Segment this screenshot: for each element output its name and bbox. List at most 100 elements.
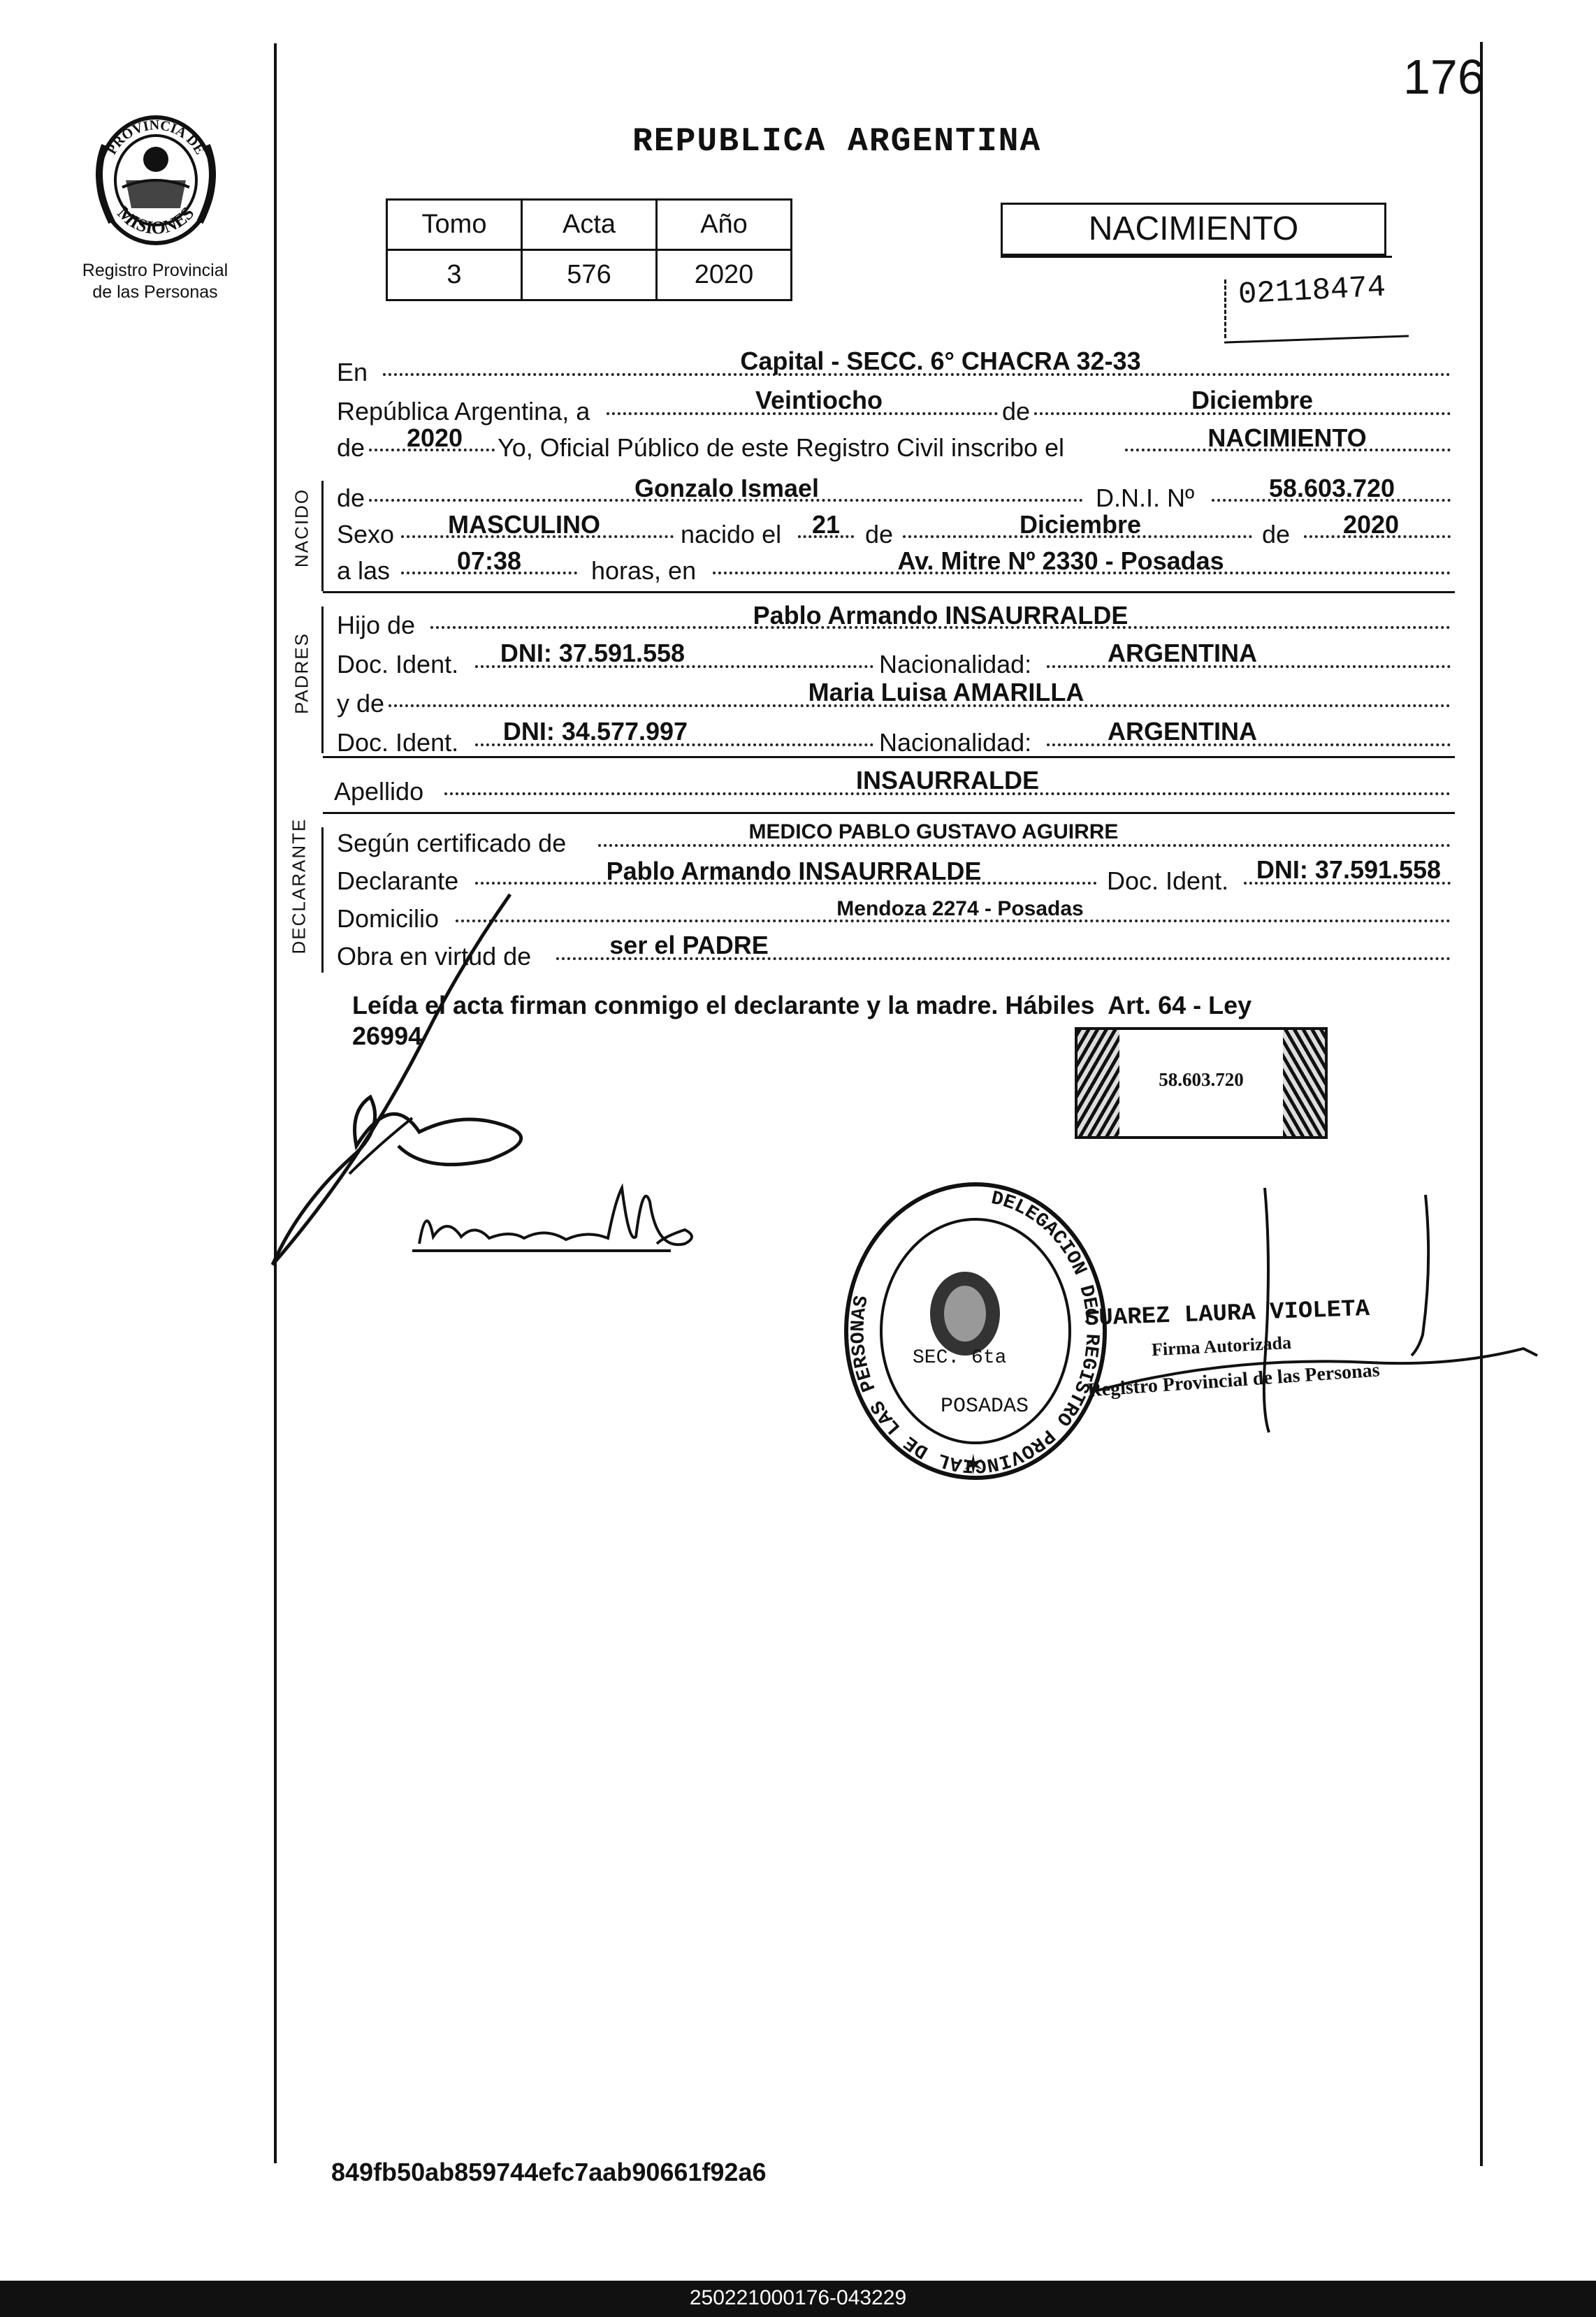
closing-note-line2: 26994 <box>352 1022 423 1050</box>
father-doc: DNI: 37.591.558 <box>500 639 685 667</box>
doc2-label: Doc. Ident. <box>337 728 459 757</box>
seal-label-line1: Registro Provincial <box>82 261 228 280</box>
tomo-header: Tomo <box>386 198 523 251</box>
year-value: 2020 <box>406 423 463 452</box>
birth-time: 07:38 <box>456 546 522 575</box>
certificado-dotline <box>598 844 1451 847</box>
en-label: En <box>337 358 368 386</box>
domicilio-label: Domicilio <box>337 904 440 933</box>
apellido-separator <box>323 812 1455 814</box>
padres-bracket <box>321 607 324 753</box>
apellido-value: INSAURRALDE <box>855 766 1040 794</box>
a-las-label: a las <box>337 556 391 585</box>
padres-side-label: PADRES <box>291 632 312 714</box>
record-table: Tomo Acta Año 3 576 2020 <box>386 198 792 301</box>
sexo-label: Sexo <box>337 520 395 549</box>
place-dotline <box>713 572 1451 574</box>
domicilio-dotline <box>456 920 1451 922</box>
stamp-center-text-1: SEC. 6ta <box>913 1347 1006 1369</box>
dni-label: D.N.I. Nº <box>1096 484 1195 512</box>
declarante-dotline <box>475 882 1097 885</box>
name-dotline <box>369 499 1083 502</box>
father-name: Pablo Armando INSAURRALDE <box>753 601 1129 630</box>
month-value: Diciembre <box>1191 386 1314 414</box>
document-title: REPUBLICA ARGENTINA <box>632 123 1042 161</box>
child-name: Gonzalo Ismael <box>634 474 820 502</box>
mother-name: Maria Luisa AMARILLA <box>808 678 1084 706</box>
nac2-label: Nacionalidad: <box>879 728 1032 757</box>
nacido-bracket <box>321 481 324 591</box>
stamp-center-text-2: POSADAS <box>941 1395 1029 1418</box>
serial-number: 02118474 <box>1237 270 1387 313</box>
anio-value: 2020 <box>655 249 792 301</box>
seal-label-line2: de las Personas <box>92 282 218 302</box>
declarante-label: Declarante <box>337 866 459 895</box>
anio-header: Año <box>655 198 792 251</box>
serial-box-bottom <box>1224 335 1409 344</box>
apellido-dotline <box>444 792 1451 795</box>
declarant-signature <box>270 893 523 1266</box>
acta-header: Acta <box>521 198 658 251</box>
de-year-label: de <box>337 433 365 462</box>
mother-signature <box>412 1183 693 1252</box>
official-stamp: DELEGACION DEL REGISTRO PROVINCIAL DE LA… <box>844 1182 1107 1481</box>
record-type-box-shadow <box>1001 256 1392 258</box>
fingerprint-box-value: 58.603.720 <box>1159 1069 1244 1090</box>
birth-year: 2020 <box>1342 510 1400 539</box>
de-label: de <box>1002 397 1031 426</box>
obra-value: ser el PADRE <box>609 931 769 959</box>
father-nationality: ARGENTINA <box>1108 639 1257 667</box>
birth-de1-label: de <box>865 520 894 549</box>
nacido-el-label: nacido el <box>681 520 782 549</box>
apellido-label: Apellido <box>334 777 424 806</box>
dni-dotline <box>1212 499 1451 502</box>
doc1-label: Doc. Ident. <box>337 650 459 678</box>
decl-doc-value: DNI: 37.591.558 <box>1256 855 1442 884</box>
domicilio-value: Mendoza 2274 - Posadas <box>836 897 1084 920</box>
certificado-value: MEDICO PABLO GUSTAVO AGUIRRE <box>748 820 1119 843</box>
tomo-value: 3 <box>386 249 523 301</box>
obra-label: Obra en virtud de <box>337 942 532 971</box>
birth-day: 21 <box>811 510 841 539</box>
nacido-de-label: de <box>337 484 365 512</box>
nac1-label: Nacionalidad: <box>879 650 1032 678</box>
footer-bar <box>0 2281 1596 2317</box>
birth-place: Av. Mitre Nº 2330 - Posadas <box>897 546 1224 575</box>
en-dotline <box>383 373 1451 376</box>
republica-label: República Argentina, a <box>337 397 590 426</box>
father-doc-dotline <box>475 665 873 668</box>
sexo-value: MASCULINO <box>448 510 600 539</box>
provincial-seal: PROVINCIA DE MISIONES <box>84 103 228 252</box>
fingerprint-right <box>1283 1030 1325 1136</box>
nacido-side-label: NACIDO <box>291 488 312 568</box>
birth-de2-label: de <box>1262 520 1291 549</box>
acta-value: 576 <box>521 249 658 301</box>
obra-dotline <box>556 957 1451 960</box>
svg-text:✶: ✶ <box>962 1450 985 1481</box>
en-value: Capital - SECC. 6° CHACRA 32-33 <box>740 347 1141 375</box>
decl-doc-label: Doc. Ident. <box>1107 866 1229 895</box>
mother-nationality: ARGENTINA <box>1108 717 1257 746</box>
time-dotline <box>401 572 577 574</box>
y-de-label: y de <box>337 689 385 718</box>
birth-month: Diciembre <box>1019 510 1142 539</box>
mother-nat-dotline <box>1047 743 1451 746</box>
month-dotline <box>1034 412 1451 415</box>
inscribo-label: Yo, Oficial Público de este Registro Civ… <box>498 433 1065 462</box>
declarante-bracket <box>321 827 324 973</box>
nacido-separator <box>323 591 1455 593</box>
closing-note-line1: Leída el acta firman conmigo el declaran… <box>352 991 1252 1019</box>
birth-month-dotline <box>903 535 1252 538</box>
birth-day-dotline <box>798 535 854 538</box>
inscribo-value: NACIMIENTO <box>1207 423 1367 452</box>
fingerprint-box: 58.603.720 <box>1075 1027 1328 1139</box>
father-dotline <box>430 626 1451 629</box>
horas-label: horas, en <box>591 556 697 585</box>
sexo-dotline <box>401 535 674 538</box>
certificado-label: Según certificado de <box>337 829 567 857</box>
mother-dotline <box>389 704 1451 707</box>
fingerprint-left <box>1078 1030 1119 1136</box>
mother-doc: DNI: 34.577.997 <box>502 717 688 746</box>
inscribo-dotline <box>1125 449 1451 451</box>
day-dotline <box>607 412 998 415</box>
